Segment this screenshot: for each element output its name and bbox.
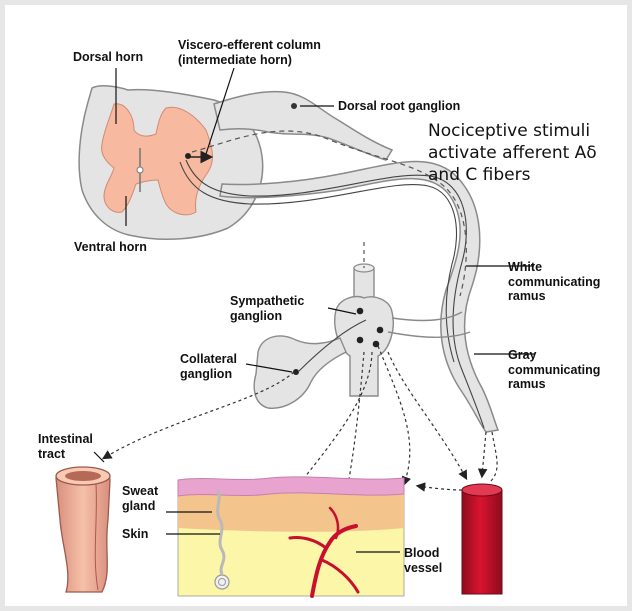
label-dorsal-horn: Dorsal horn	[73, 50, 143, 65]
label-collateral-ganglion: Collateral ganglion	[180, 352, 237, 381]
label-gray-line-3: ramus	[508, 377, 600, 392]
label-skin: Skin	[122, 527, 148, 542]
label-nociceptive-line-2: activate afferent Aδ	[428, 142, 597, 164]
label-gray-line-2: communicating	[508, 363, 600, 378]
label-viscero-line-1: Viscero-efferent column	[178, 38, 321, 53]
label-white-line-3: ramus	[508, 289, 600, 304]
label-nociceptive-stimuli: Nociceptive stimuli activate afferent Aδ…	[428, 120, 597, 186]
label-white-line-2: communicating	[508, 275, 600, 290]
label-sweat-line-1: Sweat	[122, 484, 158, 499]
label-ventral-horn: Ventral horn	[74, 240, 147, 255]
label-sympathetic-line-2: ganglion	[230, 309, 304, 324]
label-blood-line-2: vessel	[404, 561, 442, 576]
label-white-communicating-ramus: White communicating ramus	[508, 260, 600, 304]
label-dorsal-root-ganglion: Dorsal root ganglion	[338, 99, 460, 114]
label-collateral-line-2: ganglion	[180, 367, 237, 382]
label-nociceptive-line-3: and C fibers	[428, 164, 597, 186]
label-intestinal-tract: Intestinal tract	[38, 432, 93, 461]
intestinal-tract-shape	[56, 467, 110, 592]
blood-vessel-shape	[462, 484, 502, 594]
label-viscero-line-2: (intermediate horn)	[178, 53, 321, 68]
label-blood-line-1: Blood	[404, 546, 442, 561]
label-sympathetic-line-1: Sympathetic	[230, 294, 304, 309]
label-nociceptive-line-1: Nociceptive stimuli	[428, 120, 597, 142]
skin-block	[178, 477, 404, 596]
label-viscero-efferent-column: Viscero-efferent column (intermediate ho…	[178, 38, 321, 67]
label-intestinal-line-2: tract	[38, 447, 93, 462]
label-white-line-1: White	[508, 260, 600, 275]
label-sweat-gland: Sweat gland	[122, 484, 158, 513]
label-blood-vessel: Blood vessel	[404, 546, 442, 575]
label-sweat-line-2: gland	[122, 499, 158, 514]
label-gray-communicating-ramus: Gray communicating ramus	[508, 348, 600, 392]
label-intestinal-line-1: Intestinal	[38, 432, 93, 447]
label-sympathetic-ganglion: Sympathetic ganglion	[230, 294, 304, 323]
label-collateral-line-1: Collateral	[180, 352, 237, 367]
label-gray-line-1: Gray	[508, 348, 600, 363]
